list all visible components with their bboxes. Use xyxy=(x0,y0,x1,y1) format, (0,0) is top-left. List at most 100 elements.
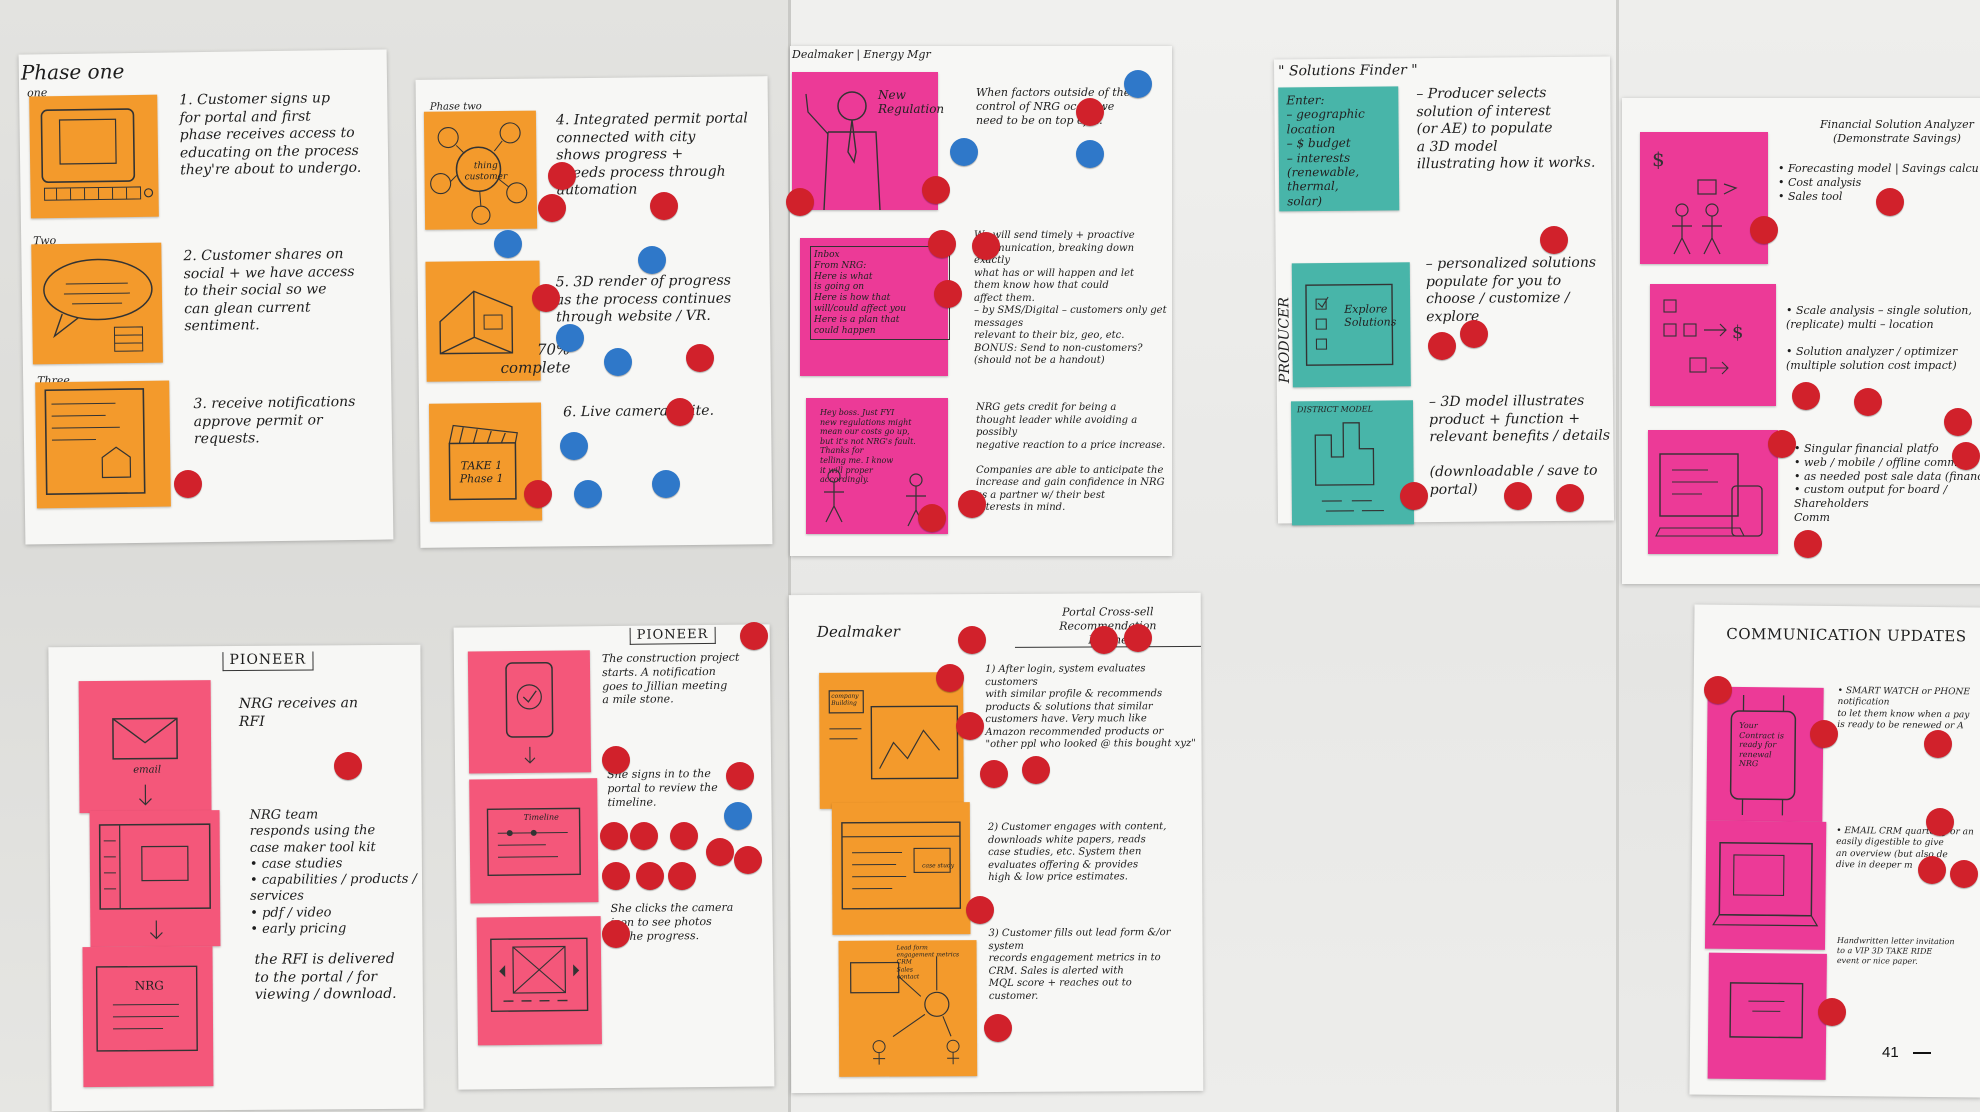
red-dot-sticker xyxy=(602,920,630,948)
red-dot-sticker xyxy=(706,838,734,866)
board-phase-two: Phase two thing customer 4. Integrated p… xyxy=(415,76,773,548)
step-text: 6. Live camera – site. xyxy=(562,402,715,421)
recommendation-screen-sketch-icon xyxy=(828,690,959,780)
sticky-note-orange xyxy=(35,380,171,509)
note-label: thing customer xyxy=(464,161,508,183)
red-dot-sticker xyxy=(532,284,560,312)
portal-sketch-icon xyxy=(44,388,146,496)
board-financial-solution-analyzer: Financial Solution Analyzer (Demonstrate… xyxy=(1622,98,1980,584)
watch-notification-sketch-icon xyxy=(1729,694,1797,816)
scale-analysis-sketch-icon: $ xyxy=(1663,299,1743,375)
red-dot-sticker xyxy=(966,896,994,924)
red-dot-sticker xyxy=(686,344,714,372)
note-label: Lead form engagement metrics CRM Sales c… xyxy=(896,944,960,981)
step-text: When factors outside of the control of N… xyxy=(976,86,1131,127)
invitation-letter-sketch-icon xyxy=(1729,982,1804,1039)
note-label: NRG xyxy=(134,978,164,993)
board-title: " Solutions Finder " xyxy=(1278,62,1418,80)
board-pioneer-two: PIONEER The construction project starts.… xyxy=(453,624,775,1090)
sticky-note-orange: company Building xyxy=(819,672,964,809)
red-dot-sticker xyxy=(600,822,628,850)
sticky-note-orange: 70% complete xyxy=(425,260,571,382)
blue-dot-sticker xyxy=(950,138,978,166)
portal-login-sketch-icon xyxy=(95,965,198,1052)
board-title: Financial Solution Analyzer (Demonstrate… xyxy=(1820,118,1974,145)
red-dot-sticker xyxy=(1090,626,1118,654)
panel-seam-2 xyxy=(1616,0,1619,1112)
sticky-note-pink xyxy=(1707,952,1827,1080)
red-dot-sticker xyxy=(1750,216,1778,244)
page-number-text: 41 xyxy=(1882,1044,1899,1061)
photo-gallery-sketch-icon xyxy=(490,937,589,1012)
red-dot-sticker xyxy=(1124,624,1152,652)
finance-sketch-icon: $ xyxy=(1652,147,1738,255)
stick-figures-sketch-icon xyxy=(824,469,926,527)
sticky-note-orange: TAKE 1 Phase 1 xyxy=(428,402,543,522)
page-number: 41 xyxy=(1882,1044,1931,1061)
board-communication-updates: COMMUNICATION UPDATES Your Contract is r… xyxy=(1689,604,1980,1098)
red-dot-sticker xyxy=(1944,408,1972,436)
red-dot-sticker xyxy=(602,746,630,774)
red-dot-sticker xyxy=(334,752,362,780)
red-dot-sticker xyxy=(538,194,566,222)
step-text: NRG gets credit for being a thought lead… xyxy=(976,402,1166,513)
sticky-note-coral: email xyxy=(78,680,212,814)
step-text: NRG team responds using the case maker t… xyxy=(249,807,417,937)
district-model-sketch-icon xyxy=(1314,422,1384,512)
red-dot-sticker xyxy=(1704,676,1732,704)
board-title: PIONEER xyxy=(222,651,314,671)
red-dot-sticker xyxy=(670,822,698,850)
step-text: • SMART WATCH or PHONE notification to l… xyxy=(1837,685,1970,732)
red-dot-sticker xyxy=(1022,756,1050,784)
speech-bubble-sketch-icon xyxy=(43,258,153,352)
board-title: PIONEER xyxy=(629,626,716,646)
note-label: TAKE 1 Phase 1 xyxy=(459,458,504,486)
step-text: the RFI is delivered to the portal / for… xyxy=(254,950,397,1003)
red-dot-sticker xyxy=(1926,808,1954,836)
sticky-note-teal: Explore Solutions xyxy=(1291,262,1411,388)
red-dot-sticker xyxy=(726,762,754,790)
sticky-note-coral xyxy=(467,650,592,774)
red-dot-sticker xyxy=(1950,860,1978,888)
step-text: The construction project starts. A notif… xyxy=(601,650,740,707)
red-dot-sticker xyxy=(740,622,768,650)
red-dot-sticker xyxy=(928,230,956,258)
red-dot-sticker xyxy=(666,398,694,426)
sticky-note-pink: Inbox From NRG: Here is what is going on… xyxy=(800,238,950,376)
red-dot-sticker xyxy=(1952,442,1980,470)
page-number-dash xyxy=(1912,1052,1931,1055)
sticky-note-pink: New Regulation xyxy=(792,72,944,210)
board-title: Phase one xyxy=(20,59,125,85)
board-solutions-finder: " Solutions Finder " PRODUCER Enter: – g… xyxy=(1273,56,1615,526)
step-text: 5. 3D render of progress as the process … xyxy=(555,272,732,326)
sticky-note-coral: Timeline xyxy=(469,778,599,904)
red-dot-sticker xyxy=(1792,382,1820,410)
note-label: Explore Solutions xyxy=(1344,302,1397,330)
red-dot-sticker xyxy=(1818,998,1846,1026)
blue-dot-sticker xyxy=(652,470,680,498)
board-phase-one: Phase one one 1. Customer signs up for p… xyxy=(18,49,394,545)
sticky-note-orange: case study xyxy=(831,802,971,935)
red-dot-sticker xyxy=(602,862,630,890)
tablet-notification-sketch-icon xyxy=(505,661,554,764)
red-dot-sticker xyxy=(1556,484,1584,512)
red-dot-sticker xyxy=(734,846,762,874)
timeline-window-sketch-icon xyxy=(486,807,581,877)
blue-dot-sticker xyxy=(638,246,666,274)
crm-flow-sketch-icon xyxy=(850,956,960,1065)
tablet-sketch-icon xyxy=(40,108,154,201)
blue-dot-sticker xyxy=(574,480,602,508)
board-pioneer-one: PIONEER email NRG receives an RFI NRG te… xyxy=(48,644,424,1112)
board-title: COMMUNICATION UPDATES xyxy=(1726,624,1967,646)
blue-dot-sticker xyxy=(556,324,584,352)
sticky-note-coral: NRG xyxy=(82,946,214,1088)
red-dot-sticker xyxy=(630,822,658,850)
blue-dot-sticker xyxy=(560,432,588,460)
step-text: 1. Customer signs up for portal and firs… xyxy=(179,90,362,179)
mind-map-sketch-icon xyxy=(430,122,528,225)
board-dealmaker-cross-sell: Dealmaker Portal Cross-sell Recommendati… xyxy=(788,592,1204,1094)
red-dot-sticker xyxy=(1540,226,1568,254)
red-dot-sticker xyxy=(1768,430,1796,458)
step-text: She clicks the camera icon to see photos… xyxy=(610,900,734,943)
